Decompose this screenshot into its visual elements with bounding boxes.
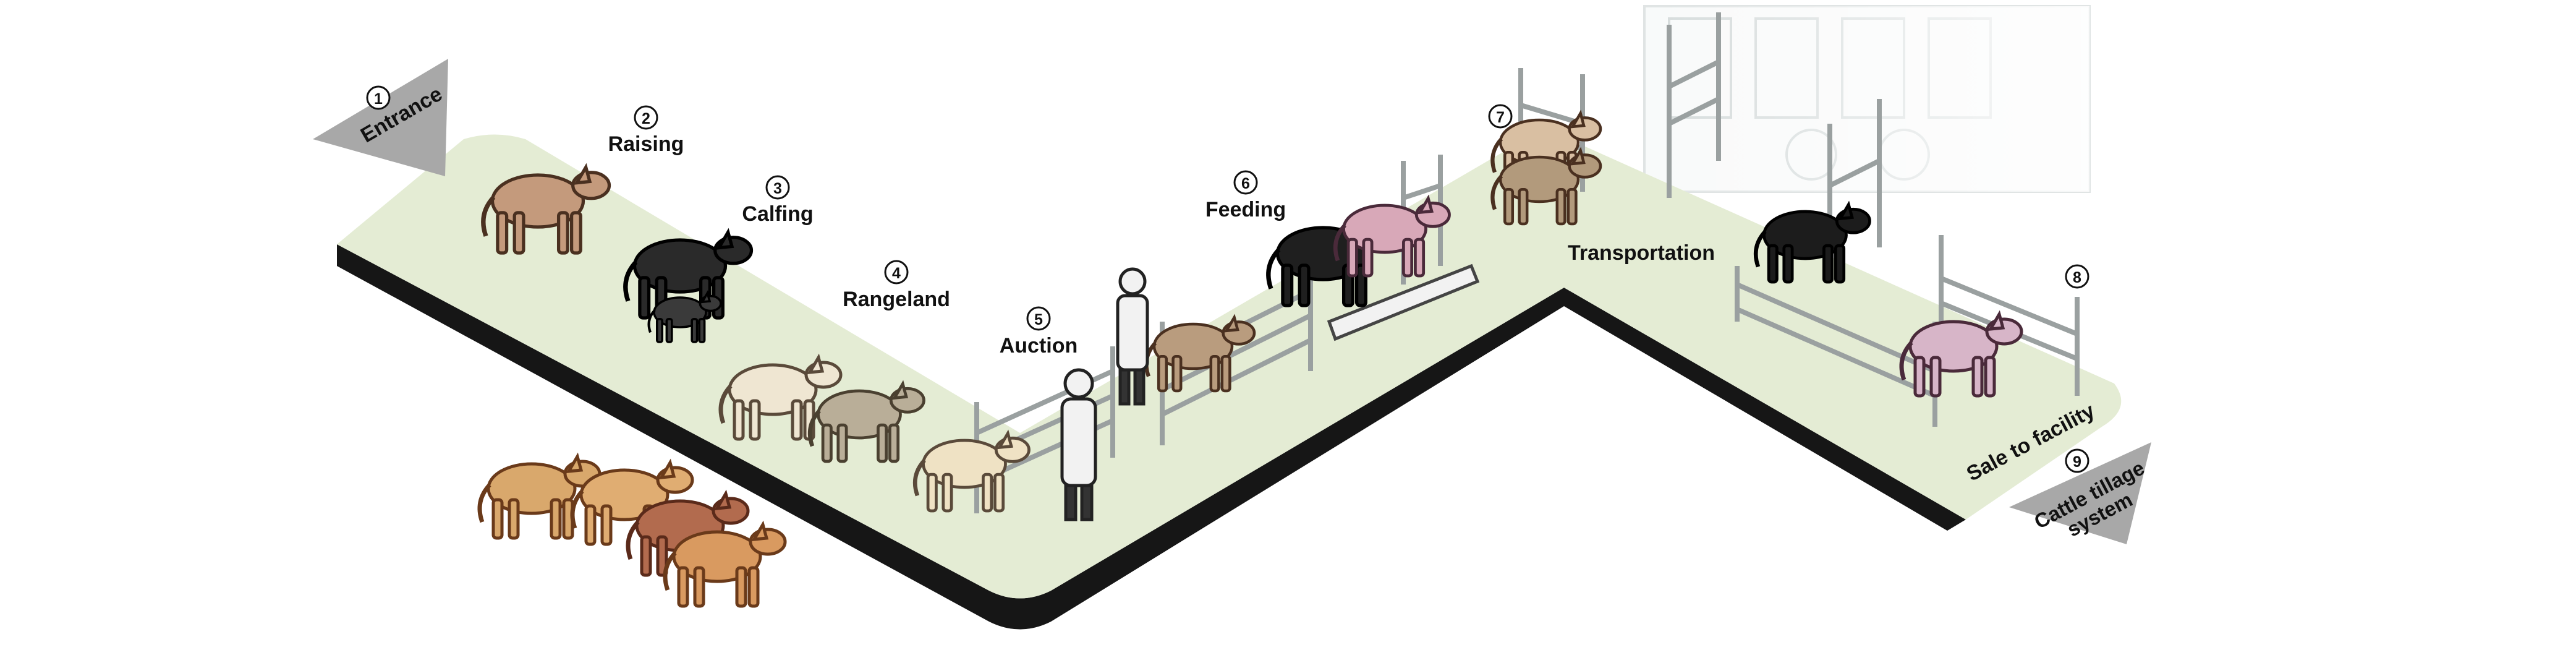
stage-4-label: Rangeland	[843, 288, 950, 311]
person-icon-auction	[1060, 368, 1097, 521]
stage-6-label: Feeding	[1205, 198, 1286, 221]
entrance-arrow: Entrance 1	[313, 59, 448, 176]
stage-5-number: 5	[1034, 311, 1043, 328]
stage-2: 2 Raising	[608, 105, 684, 156]
stage-4-number: 4	[892, 265, 901, 282]
stage-1-number-circle	[366, 85, 391, 110]
stage-9-number: 9	[2073, 453, 2081, 471]
stage-5-label: Auction	[1000, 334, 1078, 357]
stage-2-number: 2	[642, 110, 650, 127]
person-icon-feeding	[1116, 267, 1149, 406]
stage-6: 6 Feeding	[1205, 170, 1286, 221]
stage-7-label: Transportation	[1568, 241, 1715, 265]
stage-5: 5 Auction	[1000, 306, 1078, 357]
path-edge	[337, 244, 1966, 630]
stage-7-number: 7	[1496, 109, 1505, 126]
stage-1-number: 1	[374, 90, 383, 108]
stage-2-label: Raising	[608, 132, 684, 156]
feed-trough-icon	[1327, 263, 1480, 341]
stage-9-number-circle	[2065, 448, 2089, 473]
building-icon	[1643, 5, 2091, 193]
stage-8-number: 8	[2073, 269, 2081, 286]
stage-6-number: 6	[1241, 175, 1250, 192]
stage-7: 7 Transportation	[1488, 104, 1715, 265]
stage-3-number: 3	[773, 180, 782, 197]
stage-3-label: Calfing	[742, 202, 813, 226]
stage-4: 4 Rangeland	[843, 260, 950, 311]
stage-3: 3 Calfing	[742, 175, 814, 226]
